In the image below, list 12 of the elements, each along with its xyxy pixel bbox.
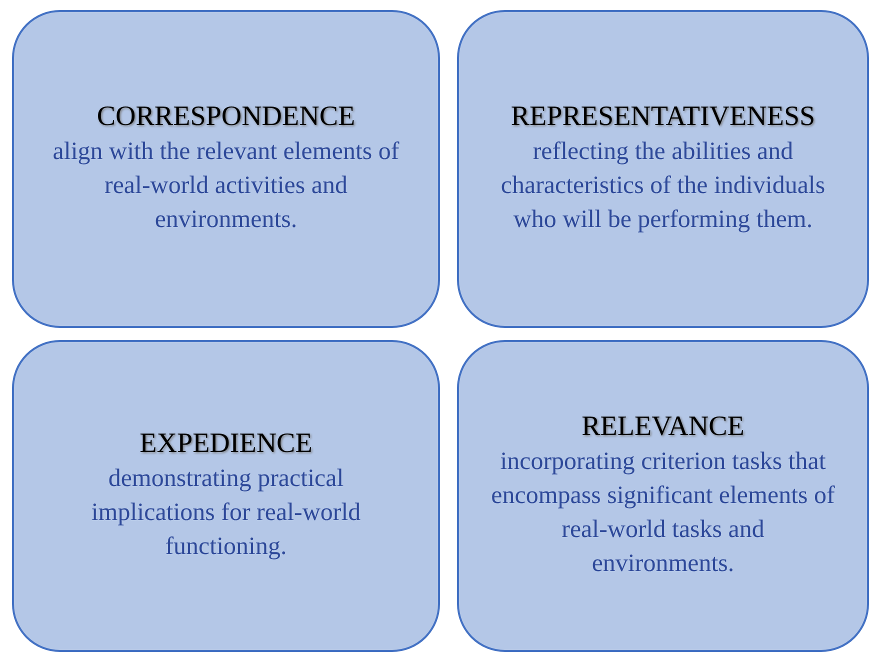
description: align with the relevant elements of real-world activities and environments. — [52, 137, 400, 235]
description: reflecting the abilities and characteristics of the individuals who will be performing them. — [500, 137, 826, 235]
description: demonstrating practical implications for real-world functioning. — [90, 464, 362, 562]
heading: RELEVANCE — [582, 411, 744, 443]
rounded-box — [12, 340, 440, 652]
rounded-box — [457, 340, 869, 652]
description: incorporating criterion tasks that encompass significant elements of real-world tasks and environments. — [490, 447, 836, 579]
rounded-box — [12, 10, 440, 328]
rounded-box — [457, 10, 869, 328]
heading: REPRESENTATIVENESS — [510, 101, 816, 133]
heading: EXPEDIENCE — [140, 428, 312, 460]
heading: CORRESPONDENCE — [96, 101, 356, 133]
